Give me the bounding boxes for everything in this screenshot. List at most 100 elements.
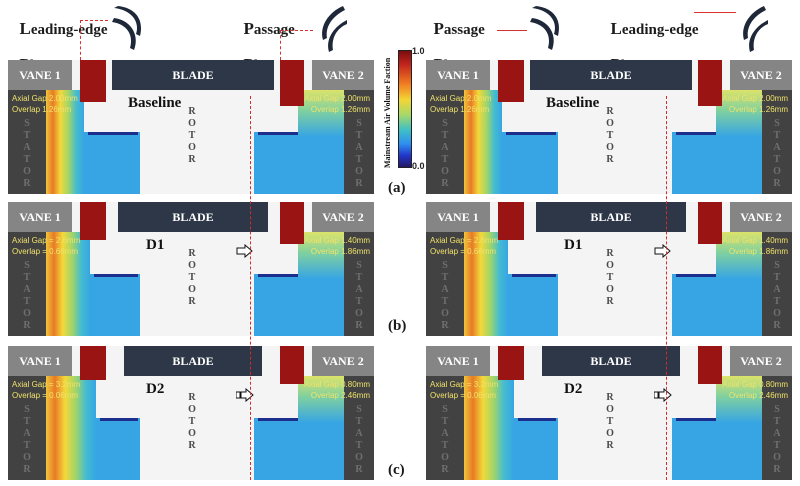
blade-label: BLADE [112, 60, 274, 90]
flow-field-left [46, 90, 84, 194]
case-label: Baseline [128, 95, 182, 111]
vane-2-label: VANE 2 [312, 60, 374, 90]
cfd-panel-row3-left: VANE 1 BLADE VANE 2 Axial Gap = 3.2mm Ov… [8, 346, 374, 480]
vortex-band [518, 418, 556, 421]
vortex-band [88, 132, 138, 135]
blade-label: BLADE [542, 346, 680, 376]
case-label: D2 [564, 381, 583, 397]
shift-direction-arrow-icon [236, 388, 254, 402]
colorbar [398, 50, 412, 168]
cfd-panel-row1-right: VANE 1 BLADE VANE 2 Axial Gap 2.0mm Over… [426, 60, 792, 194]
vane-2-label: VANE 2 [312, 346, 374, 376]
mainstream-inlet-left [80, 346, 106, 380]
connector-line [694, 12, 736, 13]
case-label: D1 [146, 237, 165, 253]
flow-field-rotor-left [96, 418, 140, 480]
vane-1-label: VANE 1 [426, 346, 490, 376]
svg-text:Mainstream Air Volume Faction: Mainstream Air Volume Faction [383, 57, 392, 168]
flow-field-right-gap [298, 376, 344, 480]
mainstream-inlet-right [698, 60, 722, 106]
mainstream-inlet-left [498, 202, 524, 240]
mainstream-inlet-right [698, 346, 722, 384]
vane-1-label: VANE 1 [8, 202, 72, 232]
flow-field-rotor-left [90, 274, 140, 336]
vortex-band [506, 132, 556, 135]
vane-2-label: VANE 2 [730, 60, 792, 90]
gap-info-right: Axial Gap 1.40mm Overlap 1.86mm [304, 236, 370, 256]
row-label-c: (c) [388, 462, 405, 478]
vane-2-label: VANE 2 [730, 202, 792, 232]
vane-1-label: VANE 1 [8, 60, 72, 90]
stator-right [762, 232, 792, 336]
vane-2-label: VANE 2 [312, 202, 374, 232]
blade-profile-icon-right-2 [736, 4, 770, 54]
connector-line [497, 30, 527, 31]
reference-plane-line [666, 96, 667, 480]
stator-left [8, 90, 46, 194]
stator-right [762, 90, 792, 194]
vortex-band [94, 274, 138, 277]
gap-info-left: Axial Gap 2.00mm Overlap 1.26mm [12, 94, 78, 114]
colorbar-min: 0.0 [412, 161, 425, 171]
mainstream-inlet-left [80, 60, 106, 102]
blade-label: BLADE [530, 60, 692, 90]
row-label-b: (b) [388, 318, 407, 334]
flow-field-rotor-left [502, 132, 558, 194]
stator-right [344, 376, 374, 480]
flow-field-rotor-left [84, 132, 140, 194]
blade-profile-icon-right-1 [528, 4, 562, 54]
flow-field-left [464, 376, 514, 480]
stator-left [426, 232, 464, 336]
stator-left [426, 90, 464, 194]
gap-info-left: Axial Gap = 3.2mm Overlap = 0.06mm [12, 380, 81, 400]
gap-info-right: Axial Gap 2.00mm Overlap 1.26mm [722, 94, 788, 114]
flow-field-rotor-left [514, 418, 558, 480]
stator-left [426, 376, 464, 480]
mainstream-inlet-left [498, 346, 524, 380]
vane-1-label: VANE 1 [426, 202, 490, 232]
cfd-panel-row2-left: VANE 1 BLADE VANE 2 Axial Gap = 2.6mm Ov… [8, 202, 374, 336]
cfd-panel-row1-left: VANE 1 BLADE VANE 2 Axial Gap 2.00mm Ove… [8, 60, 374, 194]
stator-right [344, 90, 374, 194]
shift-direction-arrow-icon [654, 388, 672, 402]
flow-field-left [464, 232, 508, 336]
flow-field-left [46, 232, 90, 336]
vane-1-label: VANE 1 [426, 60, 490, 90]
cfd-panel-row2-right: VANE 1 BLADE VANE 2 Axial Gap = 2.6mm Ov… [426, 202, 792, 336]
mainstream-inlet-right [280, 60, 304, 106]
stator-left [8, 376, 46, 480]
connector-line [280, 30, 313, 31]
stator-left [8, 232, 46, 336]
flow-field-right-gap [298, 232, 344, 336]
row-label-a: (a) [388, 180, 406, 196]
flow-field-left [464, 90, 502, 194]
gap-info-left: Axial Gap = 2.6mm Overlap = 0.66mm [430, 236, 499, 256]
flow-field-right-gap [298, 90, 344, 194]
vortex-band [512, 274, 556, 277]
vane-1-label: VANE 1 [8, 346, 72, 376]
gap-info-left: Axial Gap 2.0mm Overlap 1.26mm [430, 94, 492, 114]
case-label: D2 [146, 381, 165, 397]
stator-right [344, 232, 374, 336]
gap-info-right: Axial Gap 2.00mm Overlap 1.26mm [304, 94, 370, 114]
reference-plane-line [250, 96, 251, 480]
gap-info-left: Axial Gap = 3.2mm Overlap = 0.06mm [430, 380, 499, 400]
mainstream-inlet-right [698, 202, 722, 244]
shift-direction-arrow-icon [236, 244, 253, 258]
gap-info-left: Axial Gap = 2.6mm Overlap = 0.66mm [12, 236, 81, 256]
blade-label: BLADE [536, 202, 686, 232]
vane-2-label: VANE 2 [730, 346, 792, 376]
gap-info-right: Axial Gap 0.80mm Overlap 2.46mm [304, 380, 370, 400]
flow-field-right-gap [716, 90, 762, 194]
connector-line [80, 20, 108, 21]
